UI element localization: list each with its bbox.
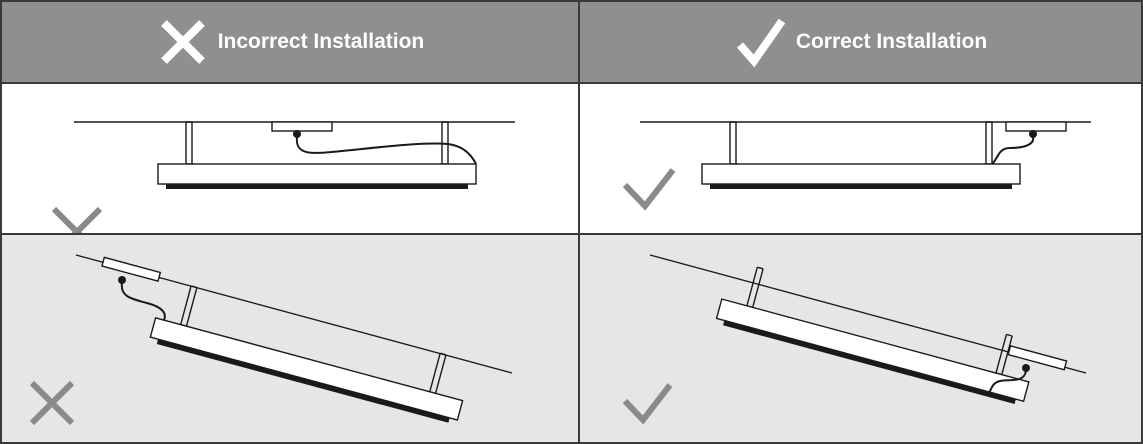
- panel-bottom-strip: [156, 339, 450, 423]
- correct-mark-icon: [622, 383, 673, 425]
- panel-bottom-strip: [166, 184, 468, 189]
- mounting-rail-left: [729, 121, 738, 165]
- sensor-box: [1005, 121, 1067, 132]
- sensor-connector: [118, 276, 126, 284]
- mounting-rail-left: [185, 121, 194, 165]
- panel-bottom-strip: [723, 320, 1016, 404]
- mounting-rail-right: [427, 352, 447, 395]
- sensor-connector: [293, 130, 301, 138]
- correct-mark-icon: [622, 168, 676, 211]
- sensor-cable: [120, 282, 166, 321]
- incorrect-mark-icon: [29, 380, 75, 426]
- correct-installation-header: Correct Installation: [580, 2, 1141, 84]
- sensor-cable: [295, 136, 477, 165]
- panel-body: [715, 298, 1030, 403]
- incorrect-flat-diagram: [51, 121, 515, 233]
- panel-body: [701, 163, 1021, 185]
- incorrect-installation-title: Incorrect Installation: [217, 30, 425, 53]
- panel-body: [149, 316, 464, 421]
- sensor-box: [271, 121, 333, 132]
- correct-sloped-diagram: [622, 254, 1087, 425]
- sensor-connector: [1022, 364, 1030, 372]
- panel-correct-flat: [580, 84, 1141, 235]
- mounting-rail-left: [746, 266, 764, 309]
- panel-correct-sloped: [580, 235, 1141, 442]
- panel-incorrect-flat: [2, 84, 580, 235]
- incorrect-installation-header: Incorrect Installation: [2, 2, 580, 84]
- x-mark-icon: [160, 20, 205, 64]
- sensor-cable: [985, 370, 1027, 396]
- incorrect-mark-icon: [51, 206, 103, 233]
- sensor-cable: [991, 136, 1035, 165]
- mounting-rail-left: [179, 285, 198, 328]
- correct-flat-diagram: [622, 121, 1091, 211]
- sensor-box: [101, 256, 162, 283]
- correct-installation-title: Correct Installation: [795, 30, 988, 53]
- panel-incorrect-sloped: [2, 235, 580, 442]
- panel-body: [157, 163, 477, 185]
- panel-bottom-strip: [710, 184, 1012, 189]
- sensor-connector: [1029, 130, 1037, 138]
- mounting-rail-right: [984, 121, 993, 165]
- sensor-box: [1007, 345, 1068, 371]
- incorrect-sloped-diagram: [29, 254, 513, 426]
- check-mark-icon: [736, 18, 786, 68]
